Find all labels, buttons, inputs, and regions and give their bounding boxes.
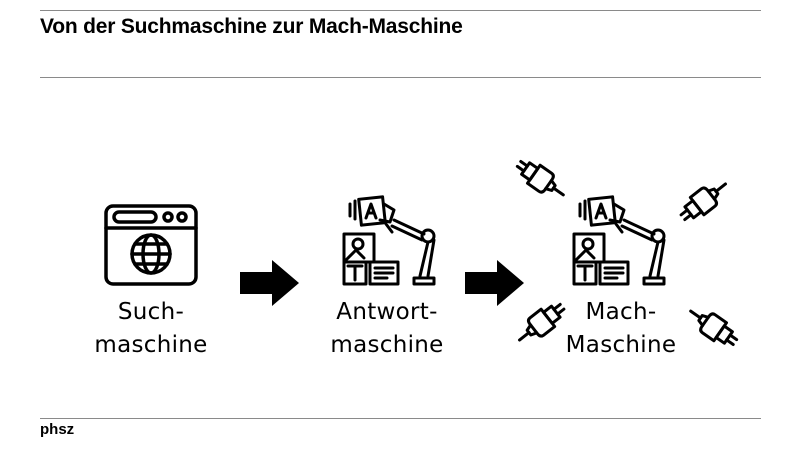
- stage-label-line: maschine: [330, 332, 444, 358]
- page-title: Von der Suchmaschine zur Mach-Maschine: [40, 15, 463, 38]
- browser-globe-icon: [104, 204, 198, 286]
- footer-logo: phsz: [40, 421, 75, 438]
- stage-label-antwortmaschine: Antwort- maschine: [287, 296, 487, 362]
- stage-label-line: Maschine: [565, 332, 677, 358]
- stage-label-machmaschine: Mach- Maschine: [521, 296, 721, 362]
- stage-label-line: Mach-: [585, 299, 657, 325]
- robot-arm-with-plugs-icon: [572, 195, 666, 286]
- stage-label-line: Such-: [117, 299, 185, 325]
- top-rule: [40, 10, 761, 11]
- plug-icon: [674, 173, 734, 228]
- right-arrow-icon: [240, 260, 299, 306]
- plug-icon: [511, 153, 572, 206]
- title-rule: [40, 77, 761, 78]
- right-arrow-icon: [465, 260, 524, 306]
- stage-label-suchmaschine: Such- maschine: [51, 296, 251, 362]
- footer-rule: [40, 418, 761, 419]
- robot-arm-icon: [342, 195, 436, 286]
- stage-label-line: maschine: [94, 332, 208, 358]
- stage-label-line: Antwort-: [336, 299, 438, 325]
